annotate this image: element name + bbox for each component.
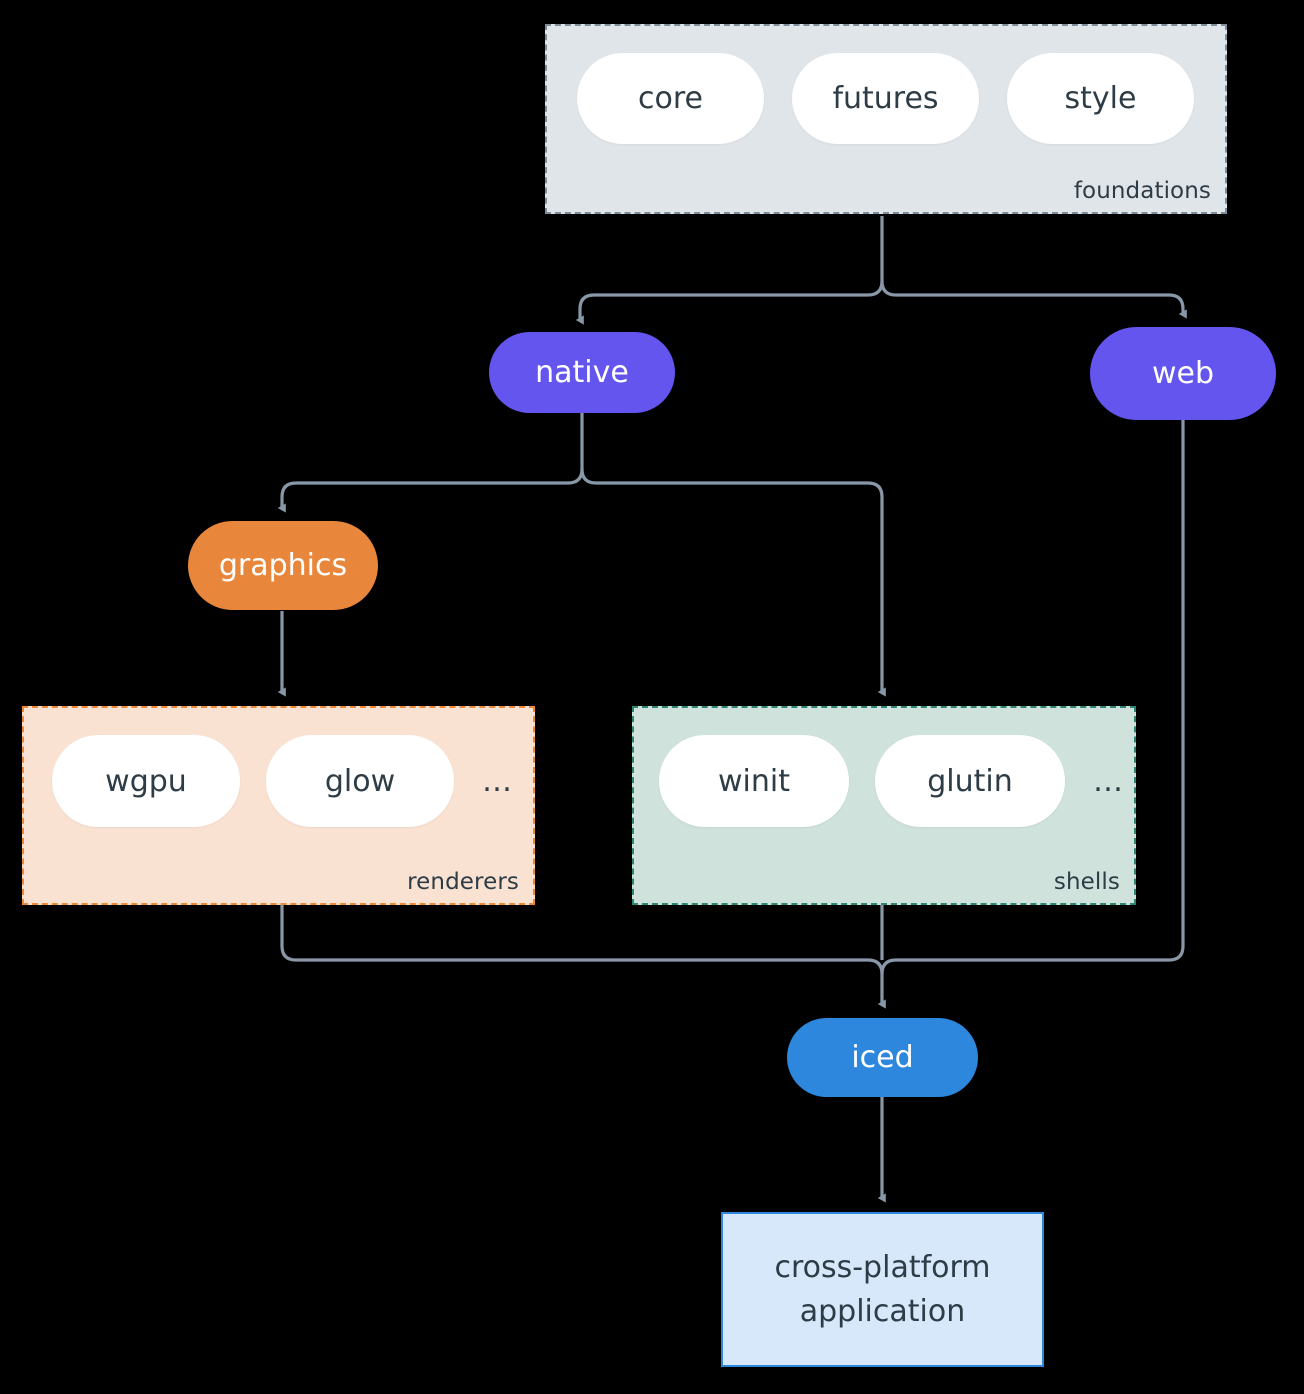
chip-glutin[interactable]: glutin [875, 735, 1065, 827]
chip-futures[interactable]: futures [792, 53, 979, 144]
edge-native-to-shells [580, 468, 886, 697]
group-label-shells: shells [1053, 869, 1120, 895]
application-label-line2: application [799, 1293, 966, 1329]
renderers-overflow-ellipsis: … [482, 763, 513, 799]
node-web[interactable]: web [1090, 327, 1276, 420]
node-native[interactable]: native [489, 332, 675, 413]
shells-chip-row: winit glutin … [659, 735, 1124, 827]
group-foundations: core futures style foundations [545, 24, 1227, 214]
node-iced-label: iced [851, 1040, 914, 1075]
chip-core[interactable]: core [577, 53, 764, 144]
renderers-chip-row: wgpu glow … [52, 735, 513, 827]
edge-native-to-graphics [277, 413, 584, 513]
chip-glow[interactable]: glow [266, 735, 454, 827]
edge-foundations-to-web [880, 280, 1187, 319]
node-graphics[interactable]: graphics [188, 521, 378, 610]
node-native-label: native [535, 355, 629, 390]
chip-style[interactable]: style [1007, 53, 1194, 144]
group-shells: winit glutin … shells [632, 706, 1136, 905]
node-cross-platform-application[interactable]: cross-platform application [721, 1212, 1044, 1367]
shells-overflow-ellipsis: … [1093, 763, 1124, 799]
edge-foundations-to-native [575, 216, 884, 325]
chip-wgpu[interactable]: wgpu [52, 735, 240, 827]
foundations-chip-row: core futures style [577, 53, 1194, 144]
application-label-line1: cross-platform [774, 1250, 991, 1285]
chip-winit[interactable]: winit [659, 735, 849, 827]
node-web-label: web [1151, 356, 1215, 391]
node-iced[interactable]: iced [787, 1018, 978, 1097]
group-label-renderers: renderers [407, 869, 519, 895]
edge-renderers-to-iced [280, 905, 886, 1009]
group-label-foundations: foundations [1073, 178, 1211, 204]
group-renderers: wgpu glow … renderers [22, 706, 535, 905]
node-graphics-label: graphics [218, 548, 348, 583]
